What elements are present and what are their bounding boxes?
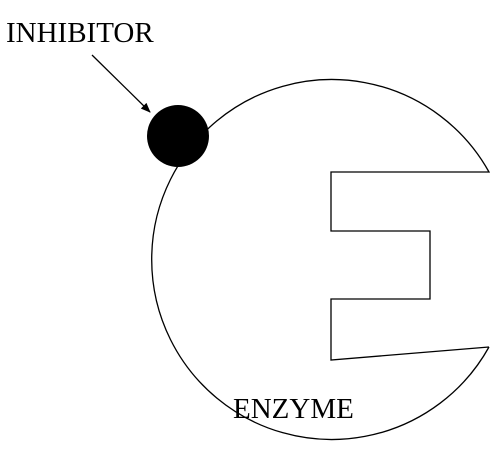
inhibitor-label: INHIBITOR (6, 17, 154, 49)
inhibitor-pointer-arrow (91, 54, 151, 113)
inhibitor-molecule (147, 105, 209, 167)
enzyme-label: ENZYME (233, 393, 354, 425)
enzyme-body (151, 78, 490, 441)
